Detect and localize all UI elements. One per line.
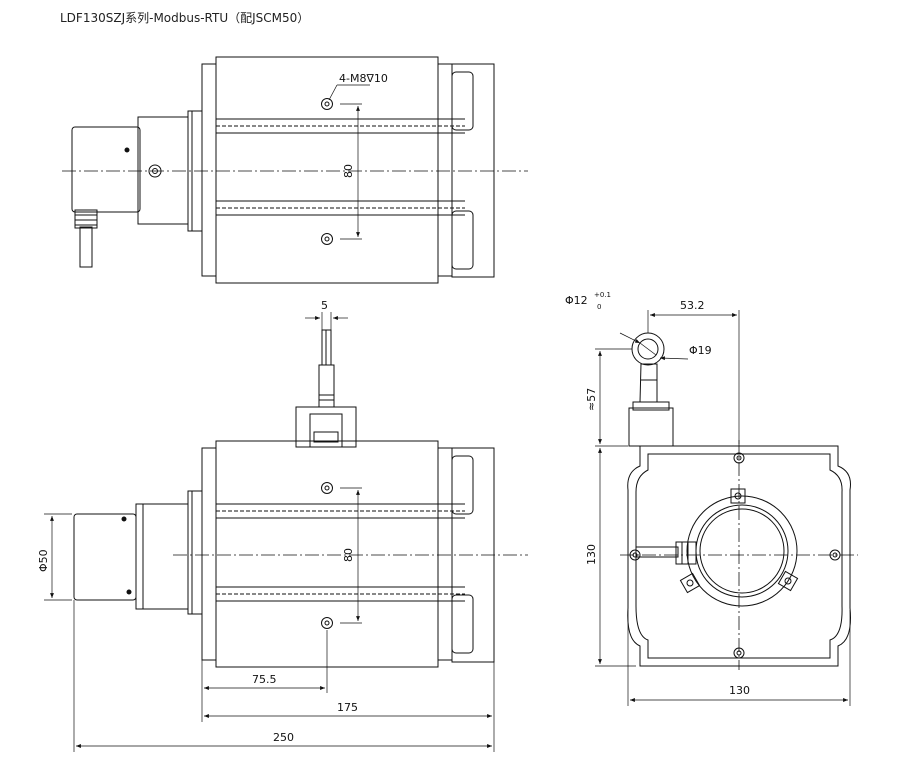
front-encoder-body <box>73 513 137 601</box>
side-ring-inner <box>637 338 659 360</box>
side-dim-ring-offset: 53.2 <box>680 299 705 312</box>
front-dim-total-length: 250 <box>273 731 294 744</box>
side-tol-lower: 0 <box>597 303 601 311</box>
top-main-body <box>215 56 439 284</box>
front-back-plate <box>451 447 495 663</box>
top-encoder-screw <box>124 147 130 153</box>
top-encoder-connector <box>74 209 98 229</box>
side-block-left <box>679 572 701 594</box>
side-cable <box>635 546 679 558</box>
side-block-top <box>730 488 746 504</box>
front-dim-cable: 5 <box>321 299 328 312</box>
front-right-cap <box>437 447 453 661</box>
front-dim-body-length: 175 <box>337 701 358 714</box>
front-hole-lower <box>321 617 333 629</box>
side-exit-housing <box>628 407 674 447</box>
top-encoder-body <box>71 126 141 213</box>
top-hole-lower <box>321 233 333 245</box>
top-hole-upper <box>321 98 333 110</box>
front-dim-holes: 80 <box>342 548 355 562</box>
side-cable-sleeve <box>639 363 658 403</box>
top-view <box>62 56 528 284</box>
side-dim-ring-inner: Φ12 <box>565 294 588 307</box>
front-hole-upper <box>321 482 333 494</box>
side-tol-upper: +0.1 <box>594 291 611 299</box>
top-back-block-lower <box>451 210 474 270</box>
top-encoder-cable <box>79 226 93 268</box>
side-body-outline <box>627 445 851 667</box>
front-adapter-flange <box>135 503 189 610</box>
side-encoder-ring <box>686 495 798 607</box>
page-title: LDF130SZJ系列-Modbus-RTU（配JSCM50） <box>60 11 310 25</box>
front-mount-plate <box>187 490 203 615</box>
top-adapter-flange <box>137 116 189 225</box>
front-dim-encoder-dia: Φ50 <box>37 549 50 572</box>
front-view <box>44 312 528 752</box>
top-left-cap <box>201 63 217 277</box>
top-adapter-hole <box>148 164 162 178</box>
side-body-inner <box>635 453 843 659</box>
top-hole-callout: 4-M8∇10 <box>339 72 388 85</box>
front-dim-hole-offset: 75.5 <box>252 673 277 686</box>
side-dim-cable-height: ≈57 <box>585 388 598 411</box>
top-right-cap <box>437 63 453 277</box>
side-block-right <box>777 570 799 592</box>
side-cable-gland <box>675 541 697 565</box>
top-dim-holes: 80 <box>342 164 355 178</box>
side-encoder-window <box>695 504 789 598</box>
top-back-plate <box>451 63 495 278</box>
front-left-cap <box>201 447 217 661</box>
top-back-block-upper <box>451 71 474 131</box>
side-dim-width: 130 <box>729 684 750 697</box>
side-view <box>595 310 858 706</box>
side-dim-height: 130 <box>585 544 598 565</box>
side-dim-ring-outer: Φ19 <box>689 344 712 357</box>
front-cable-sleeve <box>318 364 335 408</box>
